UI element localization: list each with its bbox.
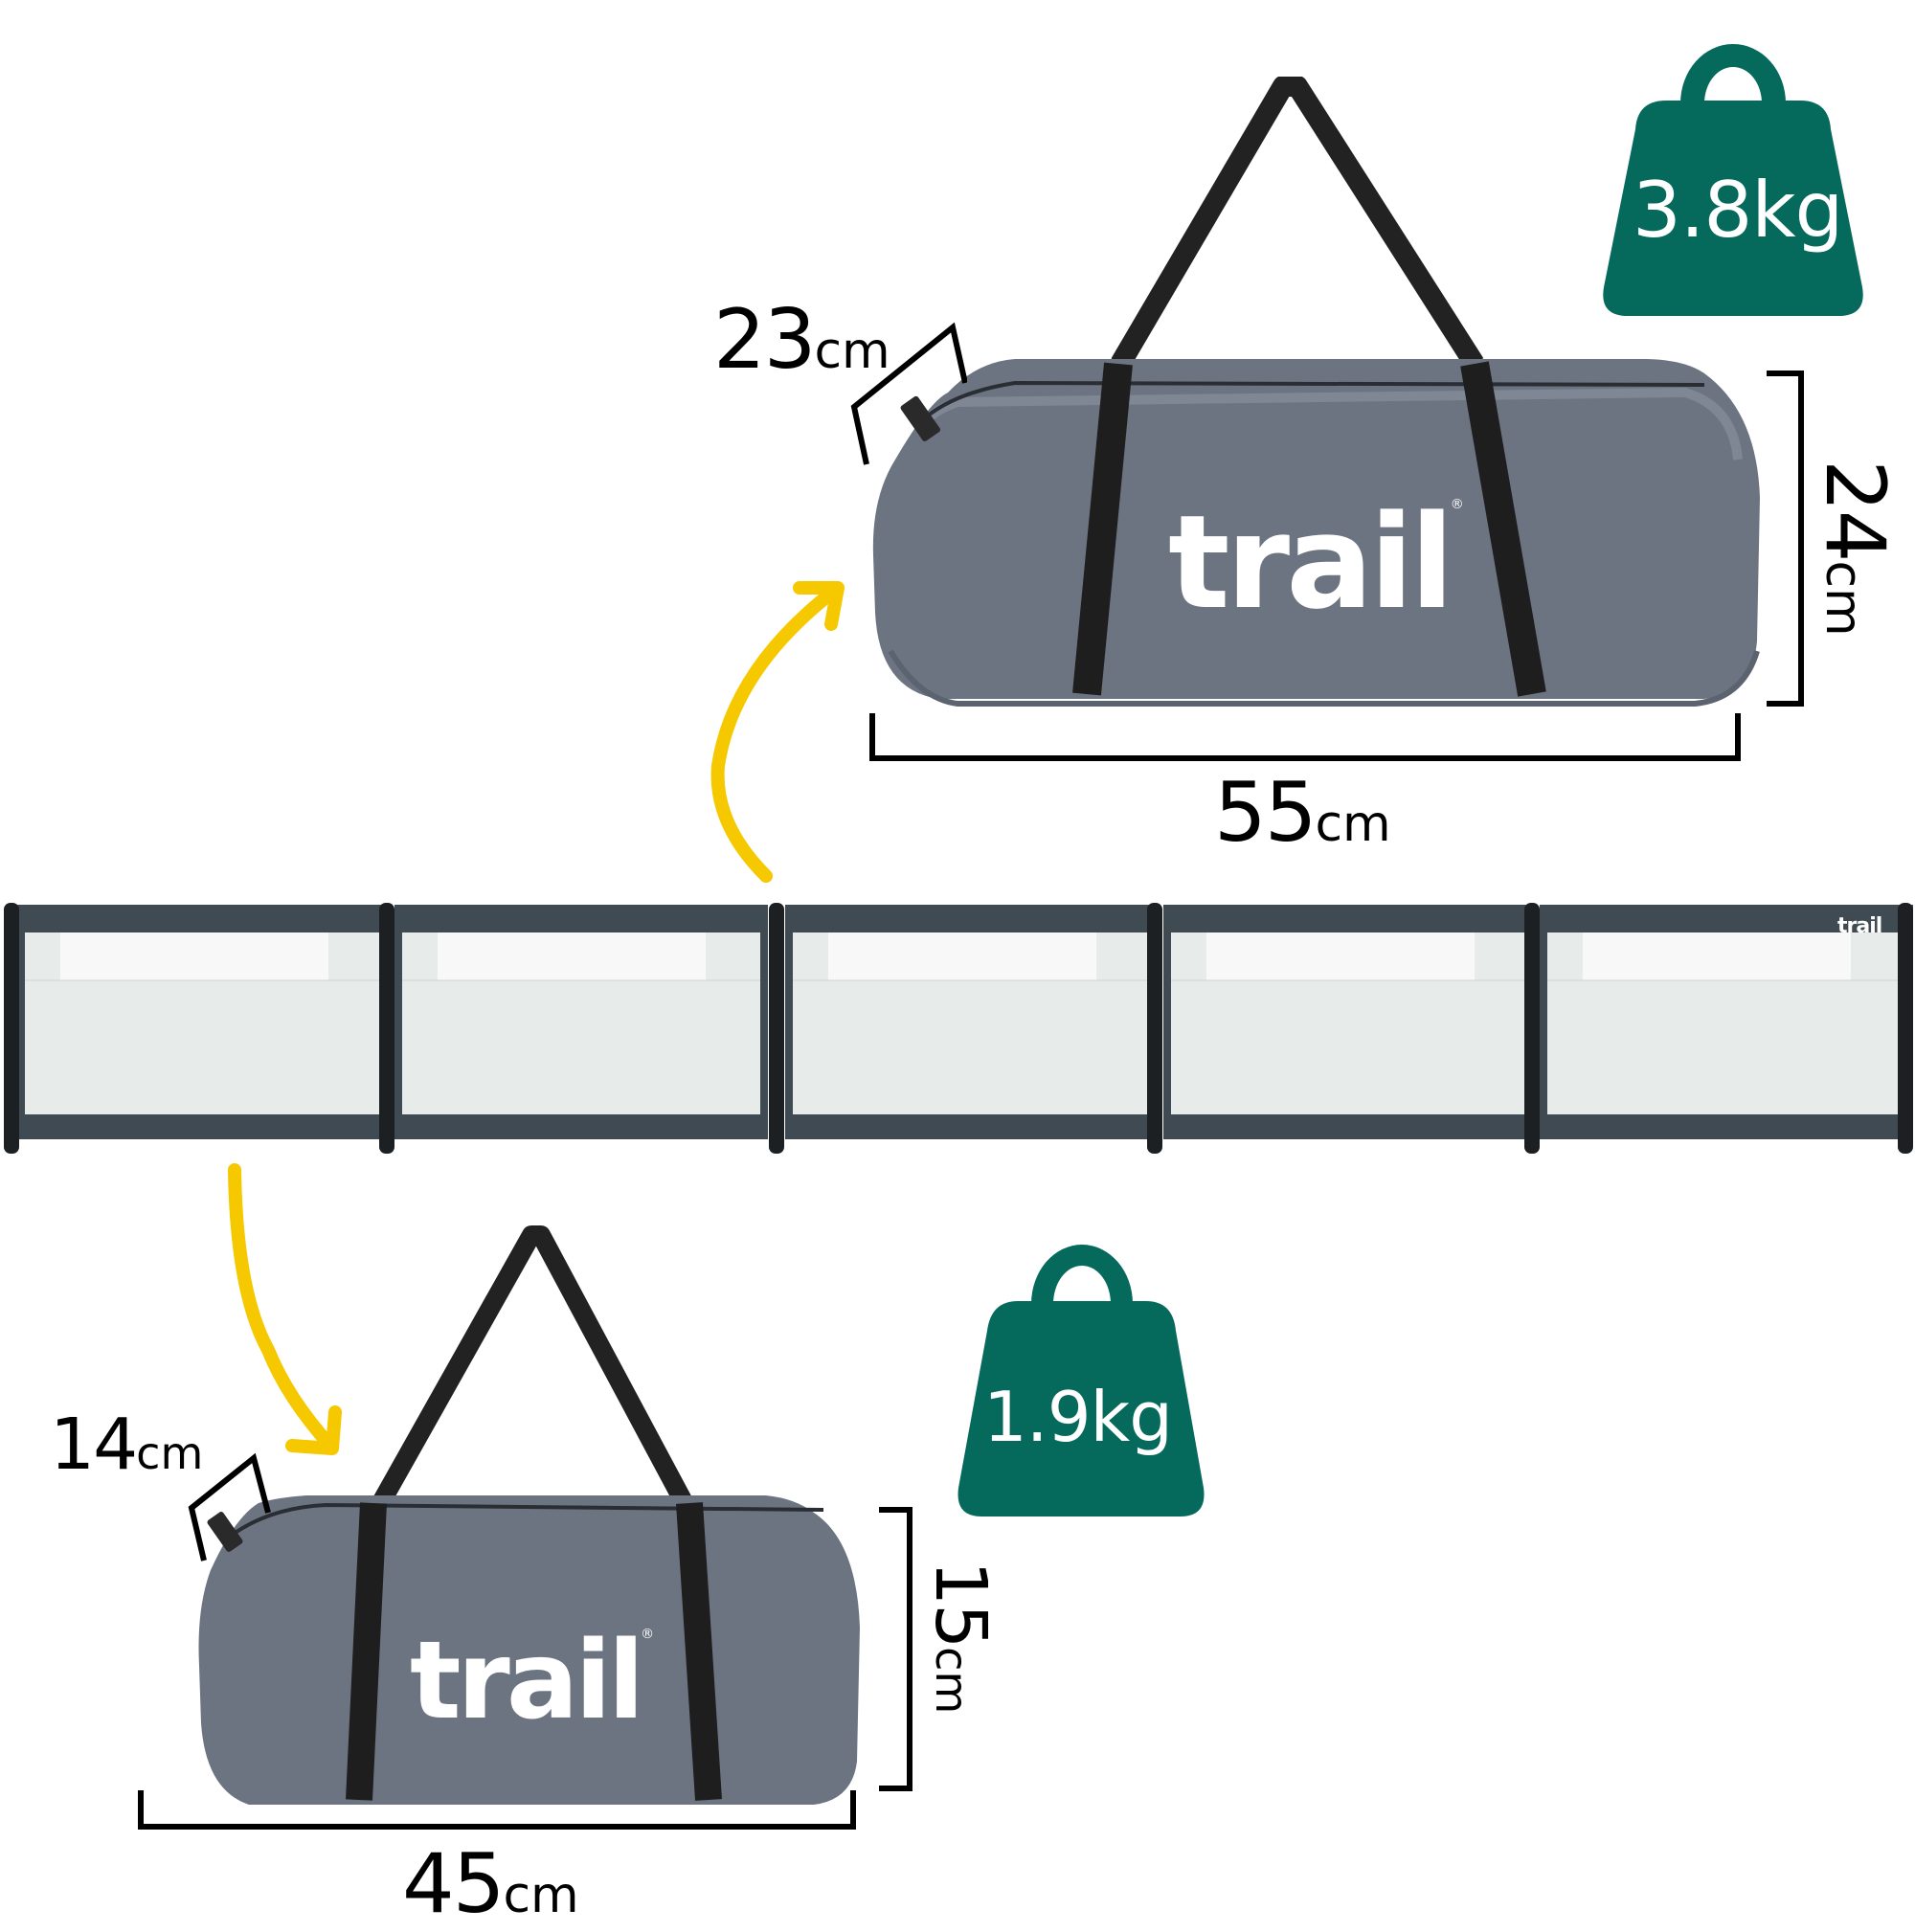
windbreak-panel	[16, 904, 392, 1140]
small-width-dimension-line	[138, 1790, 856, 1830]
weight-value-large: 3.8kg	[1633, 166, 1843, 255]
large-carry-bag: trail®	[862, 76, 1781, 728]
weight-badge-small: 1.9kg	[943, 1208, 1221, 1524]
large-height-dimension-line	[1767, 371, 1804, 707]
large-bag-brand-logo: trail®	[1168, 487, 1464, 638]
large-width-label: 55cm	[1214, 765, 1391, 861]
weight-badge-large: 3.8kg	[1589, 10, 1877, 326]
small-bag-brand-logo: trail®	[410, 1619, 655, 1743]
windbreak-screen: trail	[0, 895, 1915, 1163]
weight-value-small: 1.9kg	[983, 1377, 1173, 1457]
large-height-label: 24cm	[1807, 460, 1903, 637]
small-depth-label: 14cm	[50, 1404, 204, 1486]
windbreak-illustration	[4, 903, 1914, 1154]
pack-arrow-up-icon	[710, 581, 845, 883]
small-bag-illustration	[198, 1225, 860, 1805]
windbreak-panel	[784, 904, 1160, 1140]
small-width-label: 45cm	[402, 1836, 579, 1932]
pack-arrow-down-icon	[228, 1163, 342, 1455]
large-depth-label: 23cm	[713, 292, 890, 388]
small-depth-dimension-line	[188, 1452, 271, 1561]
large-width-dimension-line	[869, 713, 1741, 761]
windbreak-brand-logo: trail	[1837, 914, 1882, 938]
weight-icon	[958, 1245, 1205, 1516]
large-bag-illustration	[872, 76, 1760, 707]
small-height-dimension-line	[879, 1507, 912, 1791]
windbreak-panel	[394, 904, 769, 1140]
windbreak-panel	[1539, 904, 1914, 1140]
windbreak-panel	[1162, 904, 1538, 1140]
weight-icon	[1603, 43, 1863, 316]
small-carry-bag: trail®	[192, 1225, 881, 1857]
large-depth-dimension-line	[850, 322, 967, 465]
small-height-label: 15cm	[919, 1561, 1002, 1715]
